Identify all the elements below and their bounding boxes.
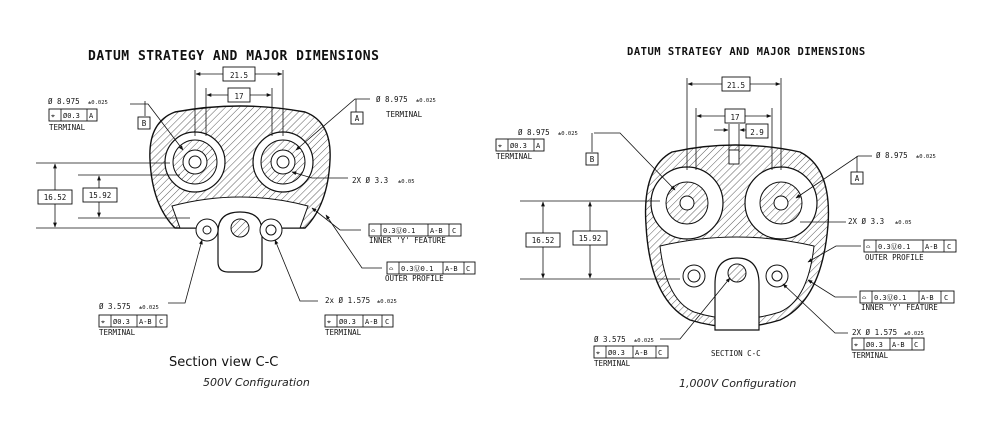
left-hole-3-3-dia: 2X Ø 3.3 bbox=[352, 176, 388, 185]
left-terminal-b-fcf-sym: ⌖ bbox=[51, 112, 55, 120]
right-hole-3-3-tol: ±0.05 bbox=[895, 220, 912, 226]
right-config-caption: 1,000V Configuration bbox=[679, 377, 797, 390]
right-outer-profile-sym: ⌓ bbox=[866, 243, 871, 251]
right-section-label: SECTION C-C bbox=[711, 349, 761, 358]
right-terminal-b-tol: ±0.025 bbox=[558, 131, 578, 137]
left-inner-y-sym: ⌓ bbox=[371, 227, 376, 235]
right-terminal-3575-fcf: Ø0.3 bbox=[608, 349, 625, 357]
right-terminal-1575-fcf: Ø0.3 bbox=[866, 341, 883, 349]
left-hole-3-3-tol: ±0.05 bbox=[398, 179, 415, 185]
right-terminal-a-dia: Ø 8.975 bbox=[876, 151, 908, 160]
right-drawing-title: DATUM STRATEGY AND MAJOR DIMENSIONS bbox=[627, 46, 866, 58]
right-dim-16-52: 16.52 bbox=[532, 236, 555, 245]
left-terminal-3575-fcf: Ø0.3 bbox=[113, 318, 130, 326]
left-inner-y-ref2: C bbox=[452, 227, 456, 235]
right-terminal-3575-label: TERMINAL bbox=[594, 359, 631, 368]
left-terminal-b-tol: ±0.025 bbox=[88, 100, 108, 106]
left-outer-profile-tol: 0.3Ⓤ0.1 bbox=[401, 265, 433, 273]
right-inner-y-label: INNER 'Y' FEATURE bbox=[861, 303, 938, 312]
left-terminal-1575-label: TERMINAL bbox=[325, 328, 362, 337]
right-inner-y-ref2: C bbox=[944, 294, 948, 302]
left-terminal-b-label: TERMINAL bbox=[49, 123, 86, 132]
left-terminal-a-tol: ±0.025 bbox=[416, 98, 436, 104]
right-terminal-1575-tol: ±0.025 bbox=[904, 331, 924, 337]
right-outer-profile-label: OUTER PROFILE bbox=[865, 253, 924, 262]
right-outer-profile-ref2: C bbox=[947, 243, 951, 251]
right-outer-profile-ref: A-B bbox=[925, 243, 938, 251]
left-dim-16-52: 16.52 bbox=[44, 193, 67, 202]
right-terminal-b-sym: ⌖ bbox=[498, 142, 502, 150]
right-terminal-3575-ref: A-B bbox=[635, 349, 648, 357]
left-terminal-1575-fcf: Ø0.3 bbox=[339, 318, 356, 326]
left-terminal-1575-ref2: C bbox=[385, 318, 389, 326]
left-datum-b: B bbox=[142, 119, 147, 128]
left-terminal-b-dia: Ø 8.975 bbox=[48, 97, 80, 106]
right-terminal-b-label: TERMINAL bbox=[496, 152, 533, 161]
right-terminal-1575-ref: A-B bbox=[892, 341, 905, 349]
left-outer-profile-sym: ⌓ bbox=[389, 265, 394, 273]
left-dim-15-92: 15.92 bbox=[89, 191, 112, 200]
left-terminal-3575-tol: ±0.025 bbox=[139, 305, 159, 311]
right-datum-b: B bbox=[590, 155, 595, 164]
left-dim-21-5: 21.5 bbox=[230, 71, 248, 80]
right-annotations: 21.5 17 2.9 16.52 15.92 Ø 8.975 ±0.025 ⌖… bbox=[496, 81, 951, 368]
left-terminal-3575-label: TERMINAL bbox=[99, 328, 136, 337]
right-terminal-1575-ref2: C bbox=[914, 341, 918, 349]
right-terminal-b-fcf: Ø0.3 bbox=[510, 142, 527, 150]
right-dim-15-92: 15.92 bbox=[579, 234, 602, 243]
left-terminal-a-dia: Ø 8.975 bbox=[376, 95, 408, 104]
right-dim-2-9: 2.9 bbox=[750, 128, 764, 137]
right-terminal-a-tol: ±0.025 bbox=[916, 154, 936, 160]
left-section-label: Section view C-C bbox=[169, 355, 279, 370]
left-inner-y-tol: 0.3Ⓤ0.1 bbox=[383, 227, 415, 235]
right-dim-17: 17 bbox=[730, 113, 739, 122]
left-terminal-b-fcf-tol: Ø0.3 bbox=[63, 112, 80, 120]
right-datum-a: A bbox=[855, 174, 860, 183]
left-terminal-1575-sym: ⌖ bbox=[327, 318, 331, 326]
right-terminal-b-ref: A bbox=[536, 142, 541, 150]
left-drawing-title: DATUM STRATEGY AND MAJOR DIMENSIONS bbox=[88, 49, 380, 64]
left-outer-profile-ref: A-B bbox=[445, 265, 458, 273]
left-dim-17: 17 bbox=[234, 92, 243, 101]
right-terminal-3575-ref2: C bbox=[658, 349, 662, 357]
right-terminal-1575-dia: 2X Ø 1.575 bbox=[852, 328, 897, 337]
left-terminal-1575-dia: 2x Ø 1.575 bbox=[325, 296, 370, 305]
right-inner-y-tol: 0.3Ⓤ0.1 bbox=[874, 294, 906, 302]
left-terminal-3575-ref: A-B bbox=[139, 318, 152, 326]
left-annotations: 21.5 17 16.52 15.92 Ø 8.975 ±0.025 ⌖ Ø0.… bbox=[44, 71, 471, 337]
left-terminal-1575-ref: A-B bbox=[365, 318, 378, 326]
left-terminal-1575-tol: ±0.025 bbox=[377, 299, 397, 305]
left-config-caption: 500V Configuration bbox=[203, 376, 310, 389]
right-terminal-3575-tol: ±0.025 bbox=[634, 338, 654, 344]
left-terminal-a-label: TERMINAL bbox=[386, 110, 423, 119]
right-terminal-3575-dia: Ø 3.575 bbox=[594, 335, 626, 344]
right-dim-21-5: 21.5 bbox=[727, 81, 745, 90]
right-hole-3-3-dia: 2X Ø 3.3 bbox=[848, 217, 884, 226]
left-terminal-3575-sym: ⌖ bbox=[101, 318, 105, 326]
right-terminal-1575-sym: ⌖ bbox=[854, 341, 858, 349]
right-terminal-b-dia: Ø 8.975 bbox=[518, 128, 550, 137]
right-outer-profile-tol: 0.3Ⓤ0.1 bbox=[878, 243, 910, 251]
left-drawing bbox=[36, 66, 476, 328]
left-inner-y-label: INNER 'Y' FEATURE bbox=[369, 236, 446, 245]
left-inner-y-ref: A-B bbox=[430, 227, 443, 235]
left-outer-profile-ref2: C bbox=[466, 265, 470, 273]
right-terminal-3575-sym: ⌖ bbox=[596, 349, 600, 357]
right-drawing bbox=[495, 76, 957, 359]
right-inner-y-ref: A-B bbox=[921, 294, 934, 302]
left-outer-profile-label: OUTER PROFILE bbox=[385, 274, 444, 283]
left-datum-a: A bbox=[355, 114, 360, 123]
right-inner-y-sym: ⌓ bbox=[862, 294, 867, 302]
right-terminal-1575-label: TERMINAL bbox=[852, 351, 889, 360]
left-terminal-3575-dia: Ø 3.575 bbox=[99, 302, 131, 311]
left-terminal-b-fcf-ref: A bbox=[89, 112, 94, 120]
left-terminal-3575-ref2: C bbox=[159, 318, 163, 326]
